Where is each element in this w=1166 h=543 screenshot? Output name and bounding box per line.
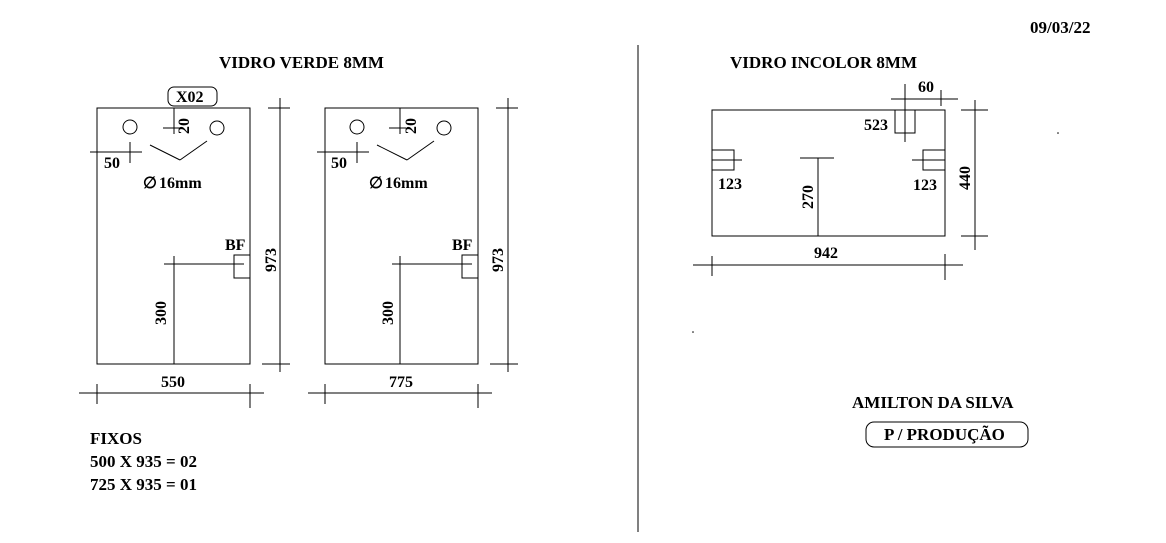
left-section-title: VIDRO VERDE 8MM — [219, 53, 384, 72]
stray-dot — [692, 331, 694, 333]
fixos-line-1: 500 X 935 = 02 — [90, 452, 197, 471]
incolor-panel-outline — [711, 109, 946, 237]
panel-b-side-offset: 50 — [331, 155, 347, 172]
panel-a-width: 550 — [161, 374, 185, 391]
panel-b-width: 775 — [389, 374, 413, 391]
panel-a-hole-left — [122, 119, 138, 135]
incolor-notch-pos: 523 — [864, 117, 888, 134]
incolor-panel: 60 523 123 123 270 440 942 — [693, 79, 988, 280]
panel-b-hole-right — [436, 120, 452, 136]
panel-a-fitting-box — [233, 254, 251, 279]
incolor-right-notch-label: 123 — [913, 177, 937, 194]
incolor-notch-width: 60 — [918, 79, 934, 96]
fixos-heading: FIXOS — [90, 429, 142, 448]
stray-dot — [1057, 132, 1059, 134]
panel-b-leader-left — [376, 144, 408, 161]
incolor-center-label: 270 — [800, 185, 817, 209]
panel-a-top-offset: 20 — [176, 118, 193, 134]
panel-b-fitting-height: 300 — [380, 301, 397, 325]
panel-b-leader-right — [406, 140, 435, 161]
tag-label: X02 — [176, 89, 204, 106]
production-stamp-label: P / PRODUÇÃO — [884, 425, 1005, 444]
panel-a-diameter-symbol: ∅ — [143, 175, 157, 192]
panel-b-hole-left — [349, 119, 365, 135]
right-section-title: VIDRO INCOLOR 8MM — [730, 53, 917, 72]
panel-b-outline — [324, 107, 479, 365]
panel-b-fitting-label: BF — [452, 237, 473, 254]
panel-a-fitting-height: 300 — [153, 301, 170, 325]
panel-a-fitting-label: BF — [225, 237, 246, 254]
panel-a: 20 50 ∅ 16mm BF 300 973 550 — [79, 98, 290, 408]
production-stamp-box — [865, 421, 1029, 448]
panel-a-hole-right — [209, 120, 225, 136]
incolor-left-notch-label: 123 — [718, 176, 742, 193]
panel-b-fitting-box — [461, 254, 479, 279]
signature-name: AMILTON DA SILVA — [852, 393, 1014, 412]
panel-b: 20 50 ∅ 16mm BF 300 973 775 — [308, 98, 518, 408]
panel-b-diameter-symbol: ∅ — [369, 175, 383, 192]
tag-box — [167, 86, 218, 107]
panel-b-diameter: 16mm — [385, 175, 428, 192]
panel-a-leader-left — [149, 144, 181, 161]
date-label: 09/03/22 — [1030, 18, 1090, 37]
panel-a-leader-right — [179, 140, 208, 161]
panel-a-side-offset: 50 — [104, 155, 120, 172]
fixos-line-2: 725 X 935 = 01 — [90, 475, 197, 494]
panel-a-height: 973 — [263, 248, 280, 272]
panel-b-height: 973 — [490, 248, 507, 272]
panel-b-top-offset: 20 — [403, 118, 420, 134]
incolor-height: 440 — [957, 166, 974, 190]
panel-a-diameter: 16mm — [159, 175, 202, 192]
incolor-width: 942 — [814, 245, 838, 262]
